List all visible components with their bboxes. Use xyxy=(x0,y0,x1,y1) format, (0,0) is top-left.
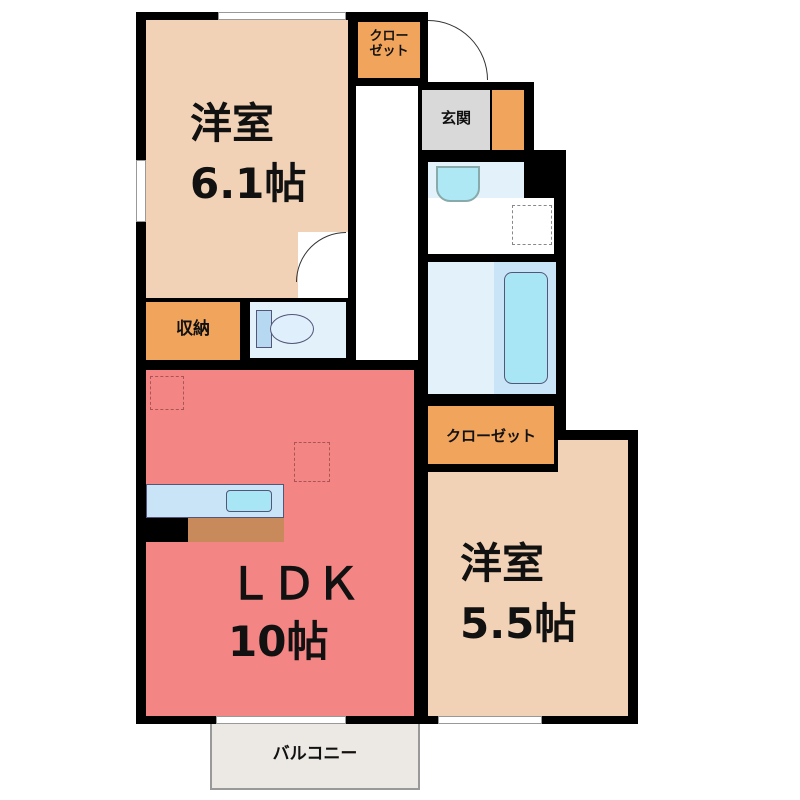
shoe-box xyxy=(492,90,524,150)
western-room-1-name: 洋室 xyxy=(190,99,275,148)
western-room-2-name: 洋室 xyxy=(460,539,545,588)
storage-label: 収納 xyxy=(176,319,210,339)
kitchen-cabinet xyxy=(188,518,284,542)
closet-top-label: クロー ゼット xyxy=(369,29,409,59)
bathtub-icon xyxy=(504,272,548,384)
bath-dressing xyxy=(428,262,494,394)
closet-top xyxy=(358,22,420,78)
entrance-label: 玄関 xyxy=(440,109,471,127)
window xyxy=(438,716,542,724)
kitchen-wall xyxy=(146,518,188,542)
kitchen-sink-icon xyxy=(226,490,272,512)
closet-mid xyxy=(428,406,554,464)
fridge-space xyxy=(294,442,330,482)
ceiling-vent xyxy=(150,376,184,410)
western-room-2 xyxy=(428,472,628,716)
window xyxy=(216,716,346,724)
ldk-name: ＬＤＫ xyxy=(228,559,360,610)
western-room-2-size: 5.5帖 xyxy=(460,599,577,648)
toilet-icon xyxy=(270,314,314,344)
ldk xyxy=(146,370,414,716)
washing-machine-space xyxy=(512,205,552,245)
hallway xyxy=(356,86,418,360)
balcony xyxy=(210,724,420,790)
storage xyxy=(146,302,240,360)
western-room-2-alcove xyxy=(558,440,628,480)
window xyxy=(218,12,346,20)
entrance xyxy=(422,90,490,150)
window xyxy=(136,160,146,222)
ldk-size: 10帖 xyxy=(228,617,329,666)
closet-mid-label: クローゼット xyxy=(445,427,536,445)
sink-icon xyxy=(436,166,480,202)
balcony-label: バルコニー xyxy=(272,744,358,764)
western-room-1-size: 6.1帖 xyxy=(190,159,307,208)
